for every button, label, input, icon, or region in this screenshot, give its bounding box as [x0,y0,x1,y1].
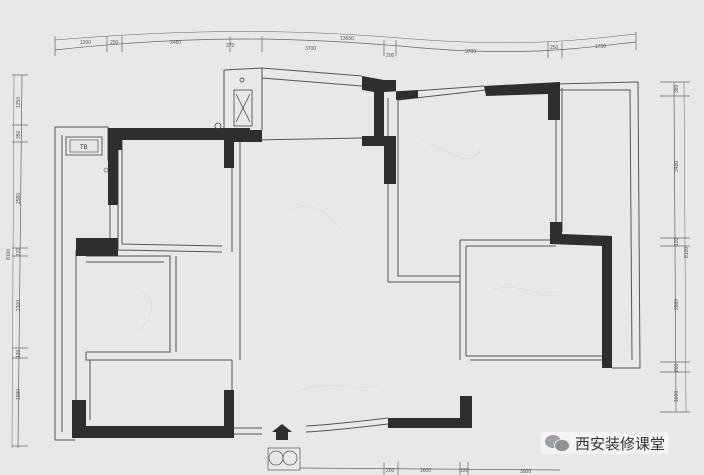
top-dim-6: 200 [386,53,395,59]
wall-segment [108,128,250,150]
right-dim-4: 2880 [674,299,680,310]
top-dim-3: 2480 [170,40,181,46]
wall-segment [388,396,472,428]
watermark-text: 西安装修课堂 [575,434,666,453]
floor-drain-icon [103,167,109,173]
right-dimension-labels: 380 3480 120 2880 200 1000 8100 [674,84,690,402]
right-dim-2: 3480 [674,161,680,172]
left-dimension-labels: 1250 350 2580 120 2300 120 1980 8100 [6,97,22,400]
wall-segment [76,238,118,256]
water-heater: TB [65,136,103,156]
thick-walls [72,76,612,438]
water-heater-label: TB [80,145,88,151]
bottom-dim-3: 120 [460,468,469,474]
left-dim-overall: 8100 [6,249,12,260]
wechat-bubble-icon [545,434,570,452]
entrance-arrow-icon [272,424,292,440]
wall-segment [484,82,560,120]
wall-segment [384,136,396,184]
right-dimension-line [660,81,690,413]
bottom-dim-4: 3900 [520,469,531,475]
wall-segment [384,80,418,100]
left-dim-7: 1980 [16,389,22,400]
bottom-dimension-line [299,462,561,475]
right-dim-1: 380 [674,84,680,93]
sink-fixture [214,77,253,130]
top-dim-5: 3700 [305,46,316,52]
wall-segment [550,222,612,368]
top-dim-2: 250 [110,40,119,46]
left-dim-5: 2300 [16,300,22,311]
watermark: 西安装修课堂 [541,432,670,454]
wall-segment [224,390,234,438]
left-dim-3: 2580 [16,193,22,204]
right-dim-5: 200 [674,363,680,372]
wall-segment [224,130,262,142]
left-dim-1: 1250 [16,97,22,108]
right-dim-overall: 8100 [684,247,690,258]
left-dimension-line [11,74,28,449]
top-dimension-line [54,31,637,58]
top-dim-1: 1200 [80,40,91,46]
top-dim-7: 3700 [465,49,476,55]
top-dim-8: 250 [550,45,559,51]
background-texture [139,139,561,391]
right-dim-3: 120 [674,237,680,246]
top-dim-overall: 13650 [340,36,354,42]
left-dim-6: 120 [16,349,22,358]
wall-segment [362,76,384,146]
wall-segment [108,150,118,205]
left-dim-2: 350 [16,130,22,139]
entry-fixture [267,447,301,471]
right-dim-6: 1000 [674,391,680,402]
top-dim-9: 1750 [595,44,606,50]
left-dim-4: 120 [16,247,22,256]
wall-segment [72,426,234,438]
bottom-dim-2: 1600 [420,468,431,474]
bottom-dim-1: 200 [386,468,395,474]
wall-segment [224,140,234,168]
top-dim-4: 370 [226,43,235,49]
